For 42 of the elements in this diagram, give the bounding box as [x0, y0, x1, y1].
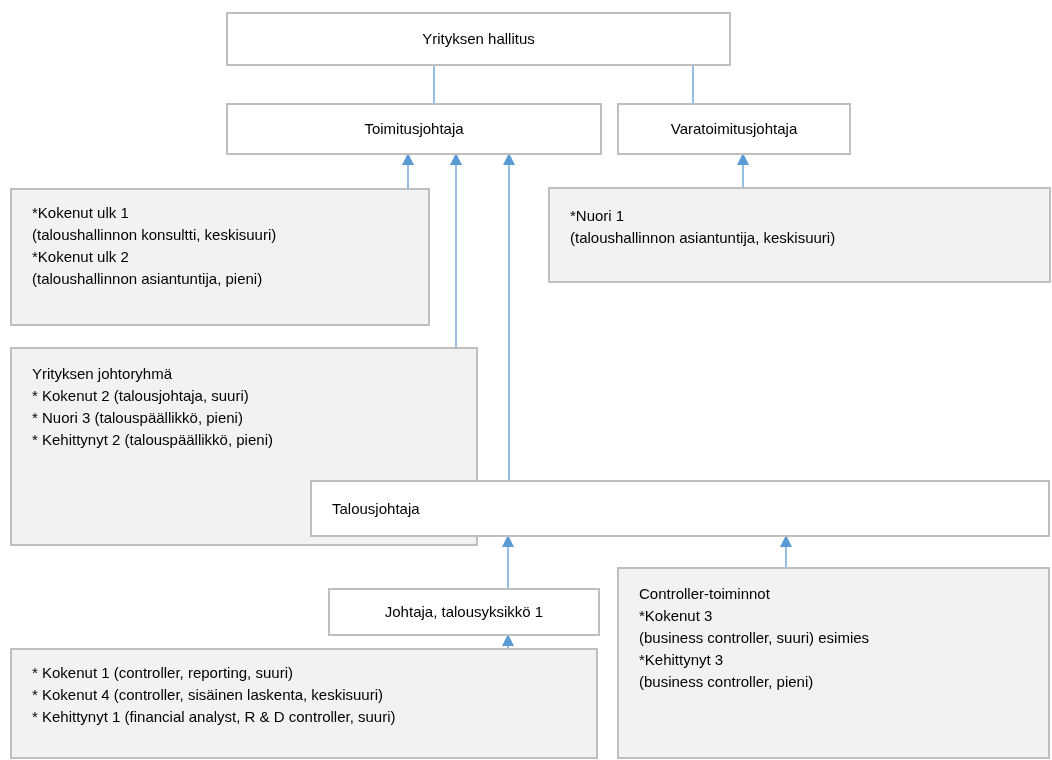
member-box [548, 187, 1051, 283]
arrow [737, 153, 749, 188]
arrow [402, 153, 414, 189]
node-text: *Kokenut ulk 1 [32, 203, 129, 223]
connector-line [692, 65, 694, 104]
arrow [780, 535, 792, 568]
management-team-box [10, 347, 478, 480]
node-text: (business controller, pieni) [639, 672, 814, 692]
node-text: *Kehittynyt 3 [639, 650, 724, 670]
node-text: * Kehittynyt 2 (talouspäällikkö, pieni) [32, 430, 273, 450]
board-box [226, 12, 731, 66]
node-text: *Kokenut ulk 2 [32, 247, 129, 267]
node-text: *Kokenut 3 [639, 606, 713, 626]
node-text: * Kokenut 1 (controller, reporting, suuri) [32, 663, 293, 683]
controller-functions-box [617, 567, 1050, 759]
node-text: * Kokenut 2 (talousjohtaja, suuri) [32, 386, 249, 406]
node-text: * Kehittynyt 1 (financial analyst, R & D controller, suuri) [32, 707, 396, 727]
node-text: *Nuori 1 [570, 206, 625, 226]
node-text: * Kokenut 4 (controller, sisäinen laskenta, keskisuuri) [32, 685, 383, 705]
node-text: Talousjohtaja [332, 498, 420, 519]
node-text: * Nuori 3 (talouspäällikkö, pieni) [32, 408, 243, 428]
member-box [10, 188, 430, 326]
cfo-box [310, 480, 1050, 537]
node-text: Controller-toiminnot [639, 584, 770, 604]
ceo-box [226, 103, 602, 155]
unit-director-box [328, 588, 600, 636]
node-text: Toimitusjohtaja [364, 119, 464, 139]
node-text: Yrityksen johtoryhmä [32, 364, 173, 384]
node-text: (taloushallinnon asiantuntija, pieni) [32, 269, 263, 289]
node-text: (business controller, suuri) esimies [639, 628, 870, 648]
arrow [502, 634, 514, 649]
node-text: Johtaja, talousyksikkö 1 [384, 602, 544, 622]
member-box [10, 648, 598, 759]
node-text: (taloushallinnon konsultti, keskisuuri) [32, 225, 277, 245]
node-text: Varatoimitusjohtaja [670, 119, 798, 139]
arrow [502, 535, 514, 589]
connector-line [433, 65, 435, 104]
node-text: Yrityksen hallitus [422, 29, 535, 49]
arrow [503, 153, 515, 481]
arrow [450, 153, 462, 348]
deputy-ceo-box [617, 103, 851, 155]
node-text: (taloushallinnon asiantuntija, keskisuuri) [570, 228, 836, 248]
